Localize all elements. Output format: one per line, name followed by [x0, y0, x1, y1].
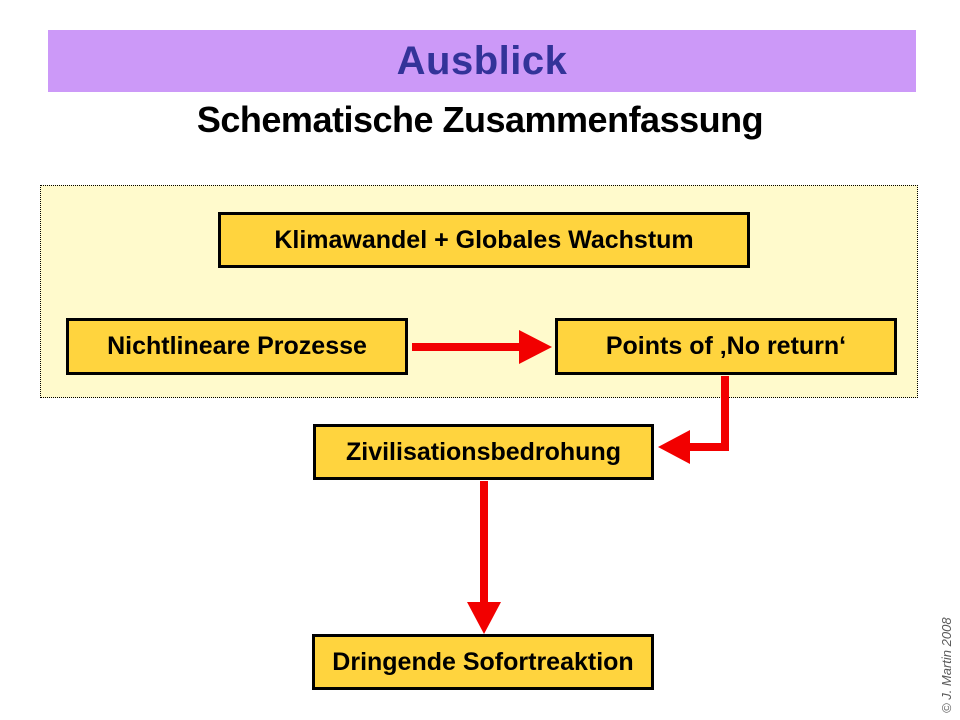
node-label: Points of ‚No return‘	[605, 332, 847, 360]
title-banner: Ausblick	[48, 30, 916, 92]
page-subtitle: Schematische Zusammenfassung	[196, 99, 764, 140]
arrow-zivilisation-to-sofortreaktion	[467, 481, 501, 634]
copyright-note: © J. Martin 2008	[939, 617, 954, 713]
node-zivilisationsbedrohung: Zivilisationsbedrohung	[313, 424, 654, 480]
node-dringende-sofortreaktion: Dringende Sofortreaktion	[312, 634, 654, 690]
node-klimawandel-globales-wachstum: Klimawandel + Globales Wachstum	[218, 212, 750, 268]
node-label: Nichtlineare Prozesse	[107, 332, 367, 360]
node-label: Zivilisationsbedrohung	[345, 437, 621, 466]
node-nichtlineare-prozesse: Nichtlineare Prozesse	[66, 318, 408, 375]
node-label: Klimawandel + Globales Wachstum	[274, 225, 694, 254]
page-title: Ausblick	[396, 38, 568, 83]
node-label: Dringende Sofortreaktion	[332, 647, 634, 676]
node-points-of-no-return: Points of ‚No return‘	[555, 318, 897, 375]
